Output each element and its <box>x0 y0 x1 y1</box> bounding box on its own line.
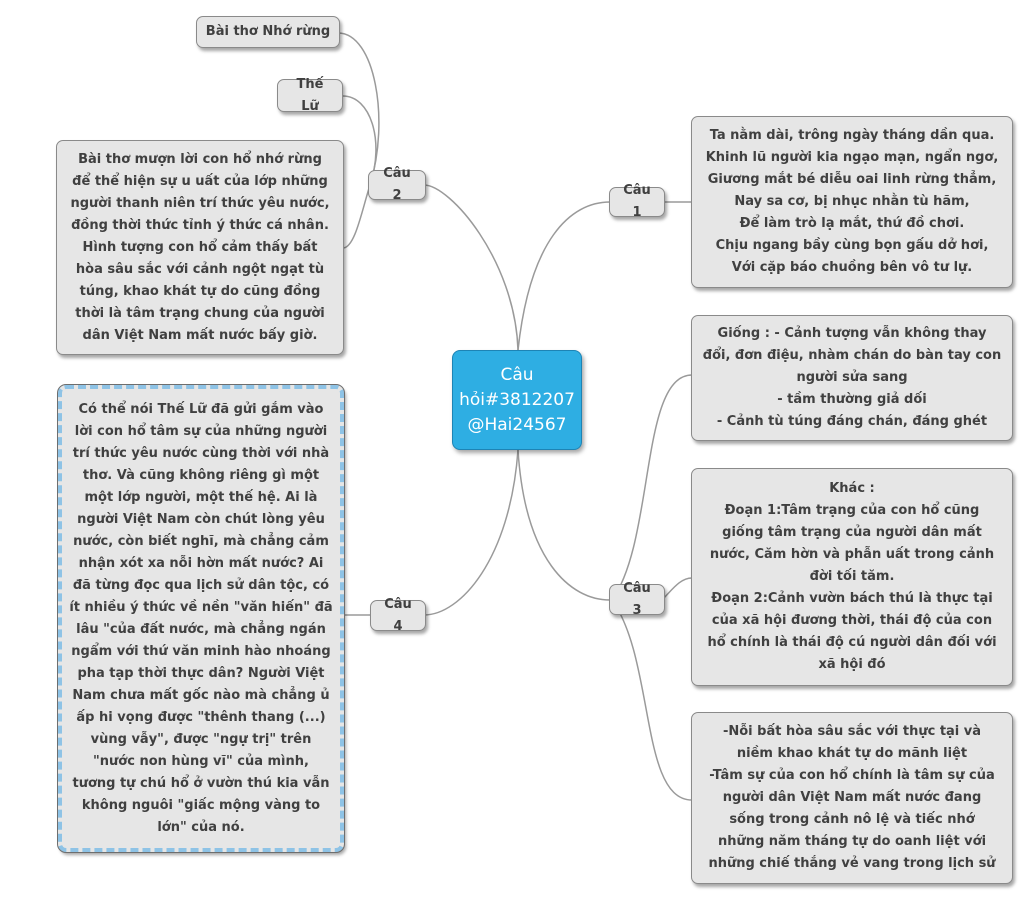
central-topic[interactable]: Câu hỏi#3812207 @Hai24567 <box>452 350 582 450</box>
cau2-summary-box[interactable]: Bài thơ mượn lời con hổ nhớ rừng để thể … <box>56 140 344 355</box>
cau4-essay-box[interactable]: Có thể nói Thế Lữ đã gửi gắm vào lời con… <box>57 384 345 853</box>
link-cau2-title <box>337 32 380 186</box>
cau3-different-box[interactable]: Khác : Đoạn 1:Tâm trạng của con hổ cũng … <box>691 468 1013 686</box>
cau3-label[interactable]: Câu 3 <box>609 581 665 618</box>
link-cau2-box <box>342 184 371 249</box>
link-cau3-noi <box>611 599 693 801</box>
link-center-cau4 <box>423 449 519 616</box>
cau1-poem-box[interactable]: Ta nằm dài, trông ngày tháng dần qua. Kh… <box>691 116 1013 288</box>
cau2-label[interactable]: Câu 2 <box>368 166 426 203</box>
link-center-cau1 <box>517 201 611 351</box>
link-center-cau2 <box>423 184 519 351</box>
link-center-cau3 <box>517 449 611 601</box>
author-node[interactable]: Thế Lữ <box>277 77 343 114</box>
cau4-label[interactable]: Câu 4 <box>370 597 426 634</box>
cau1-label[interactable]: Câu 1 <box>609 183 665 220</box>
cau3-similar-box[interactable]: Giống : - Cảnh tượng vẫn không thay đổi,… <box>691 315 1013 441</box>
cau3-feeling-box[interactable]: -Nỗi bất hòa sâu sắc với thực tại và niề… <box>691 712 1013 884</box>
poem-title-node[interactable]: Bài thơ Nhớ rừng <box>196 16 340 48</box>
link-cau3-giong <box>611 374 693 601</box>
link-cau3-khac <box>661 577 693 601</box>
